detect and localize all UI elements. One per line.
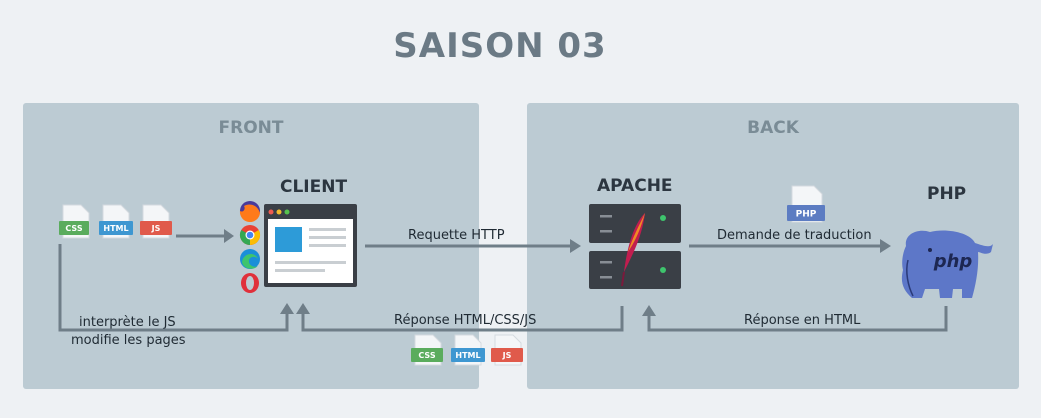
php-elephant-icon: php (901, 230, 993, 298)
http-request-label: Requette HTTP (408, 228, 505, 243)
arrow-client-to-apache (365, 239, 581, 253)
client-response-label: Réponse HTML/CSS/JS (394, 313, 537, 328)
html-file-icon: HTML (99, 204, 133, 239)
edge-icon (240, 249, 260, 269)
response-html-file-icon: HTML (451, 334, 485, 366)
js-file-icon: JS (140, 204, 172, 239)
firefox-icon (239, 201, 260, 223)
apache-server-icon (589, 204, 681, 289)
client-label: CLIENT (280, 177, 348, 197)
html-response-label: Réponse en HTML (744, 313, 861, 328)
php-file-label: PHP (796, 210, 817, 220)
client-browser-window-icon (264, 204, 357, 287)
php-file-icon: PHP (787, 185, 825, 223)
arrow-client-loop (58, 244, 294, 332)
php-label: PHP (927, 184, 967, 204)
modify-pages-label: modifie les pages (71, 333, 186, 348)
css-file-icon: CSS (59, 204, 90, 239)
back-panel-title: BACK (747, 118, 799, 138)
page-title: SAISON 03 (393, 26, 607, 66)
html-file-label: HTML (103, 224, 128, 233)
interpret-js-label: interprète le JS (79, 315, 176, 330)
css-file-label: CSS (65, 224, 82, 233)
opera-icon (241, 273, 259, 293)
arrow-apache-to-client (296, 303, 624, 332)
response-js-file-icon: JS (491, 334, 523, 366)
arrow-apache-to-php (689, 239, 891, 253)
front-panel-title: FRONT (218, 118, 284, 138)
js-file-label: JS (151, 224, 161, 233)
response-js-label: JS (502, 351, 512, 360)
apache-feather-icon (621, 213, 645, 287)
response-html-label: HTML (455, 351, 480, 360)
response-css-label: CSS (418, 351, 435, 360)
arrow-files-to-client (176, 229, 234, 243)
php-logo-text: php (933, 251, 973, 272)
apache-label: APACHE (597, 176, 673, 196)
translation-request-label: Demande de traduction (717, 228, 872, 243)
chrome-icon (239, 225, 261, 246)
response-css-file-icon: CSS (411, 334, 443, 366)
arrow-php-to-apache (642, 305, 948, 332)
